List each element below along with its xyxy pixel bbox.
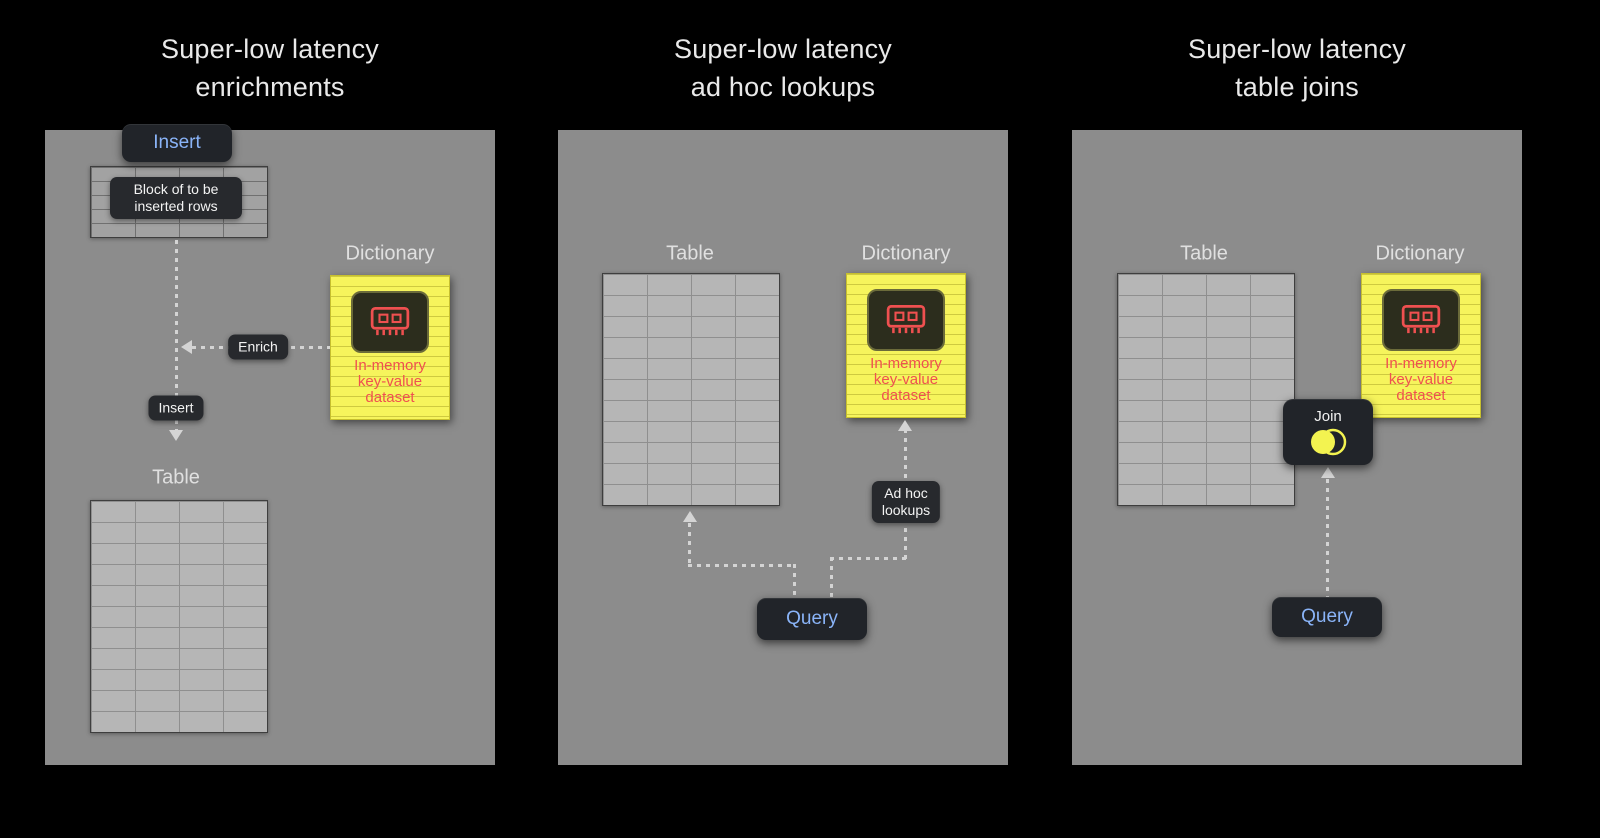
dictionary-card-enrichments: In-memory key-value dataset xyxy=(330,275,450,420)
lookup-table-grid xyxy=(602,273,780,506)
title-enrichments: Super-low latency enrichments xyxy=(160,34,379,102)
arrowhead-left-icon xyxy=(181,340,192,354)
query-button: Query xyxy=(1272,597,1382,637)
dictionary-card-joins: In-memory key-value dataset xyxy=(1361,273,1481,418)
table-label-joins: Table xyxy=(1180,242,1228,265)
memory-chip-frame xyxy=(351,291,429,353)
join-table-grid xyxy=(1117,273,1295,506)
insert-button-label: Insert xyxy=(153,132,201,153)
query-flow-line xyxy=(830,557,907,560)
dictionary-card-adhoc: In-memory key-value dataset xyxy=(846,273,966,418)
query-flow-line xyxy=(688,564,796,567)
join-venn-icon xyxy=(1311,428,1347,455)
arrowhead-down-icon xyxy=(169,430,183,441)
enrich-label: Enrich xyxy=(228,334,288,360)
query-flow-line xyxy=(688,523,691,567)
arrowhead-up-icon xyxy=(1321,467,1335,478)
title-adhoc-lookups: Super-low latency ad hoc lookups xyxy=(673,34,892,102)
dictionary-caption: In-memory key-value dataset xyxy=(870,355,942,404)
query-flow-line xyxy=(830,557,833,600)
arrowhead-up-icon xyxy=(683,511,697,522)
query-button: Query xyxy=(757,598,867,640)
memory-chip-icon xyxy=(370,306,410,336)
dictionary-label-joins: Dictionary xyxy=(1375,242,1465,265)
join-button: Join xyxy=(1283,399,1373,465)
insert-flow-line xyxy=(175,240,178,432)
memory-chip-frame xyxy=(867,289,945,351)
table-label-enrichments: Table xyxy=(152,466,200,489)
memory-chip-frame xyxy=(1382,289,1460,351)
query-flow-line xyxy=(793,564,796,600)
memory-chip-icon xyxy=(1401,304,1441,334)
dictionary-caption: In-memory key-value dataset xyxy=(1385,355,1457,404)
title-table-joins: Super-low latency table joins xyxy=(1187,34,1406,102)
dictionary-label-adhoc: Dictionary xyxy=(861,242,951,265)
query-button-label: Query xyxy=(786,608,838,629)
insert-small-label: Insert xyxy=(148,395,204,421)
dictionary-label-enrichments: Dictionary xyxy=(345,242,435,265)
join-button-label: Join xyxy=(1314,407,1342,425)
adhoc-lookups-label: Ad hoc lookups xyxy=(871,481,941,523)
insert-button: Insert xyxy=(122,124,232,162)
dictionary-caption: In-memory key-value dataset xyxy=(354,357,426,406)
query-flow-line xyxy=(1326,479,1329,597)
query-button-label: Query xyxy=(1301,606,1353,627)
table-label-adhoc: Table xyxy=(666,242,714,265)
target-table-grid xyxy=(90,500,268,733)
block-of-rows-label: Block of to be inserted rows xyxy=(110,177,242,219)
memory-chip-icon xyxy=(886,304,926,334)
arrowhead-up-icon xyxy=(898,420,912,431)
